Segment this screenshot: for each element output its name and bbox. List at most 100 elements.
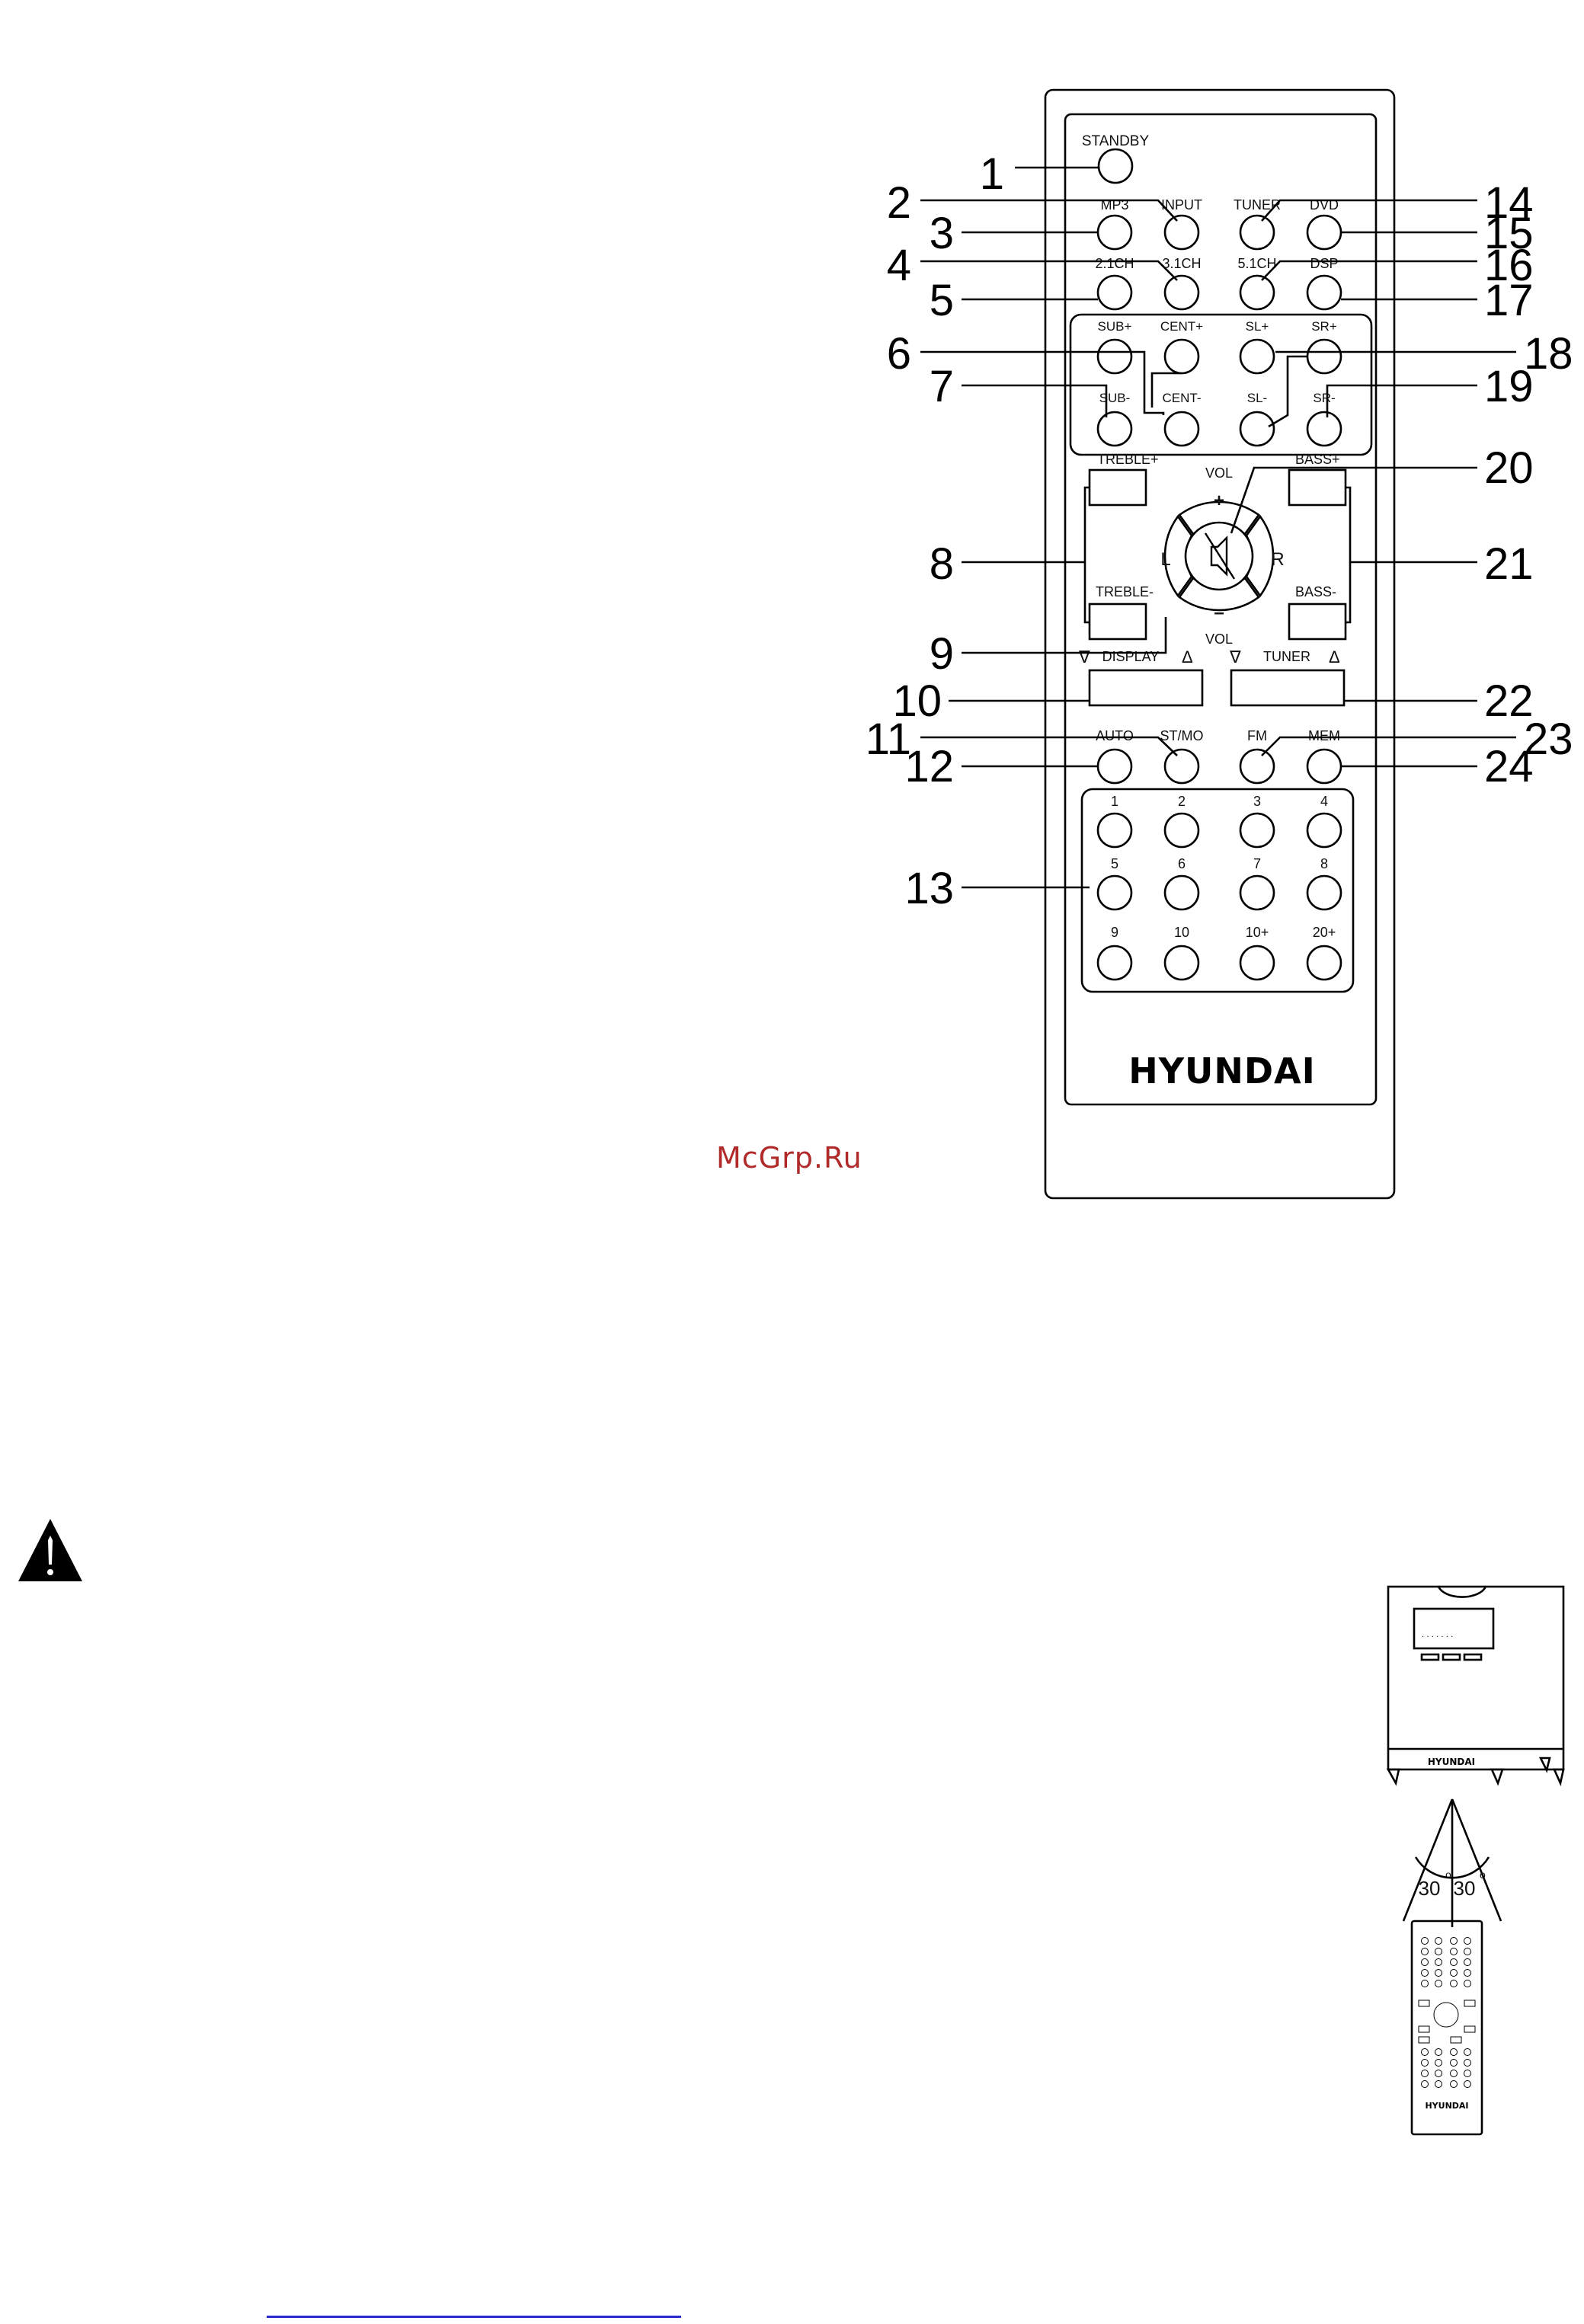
sr-plus-button[interactable] bbox=[1306, 338, 1342, 375]
sl-minus-button[interactable] bbox=[1239, 411, 1275, 447]
mini-remote-button bbox=[1450, 2059, 1458, 2067]
keypad-label-8: 8 bbox=[1320, 856, 1328, 871]
bottom-link-underline[interactable] bbox=[267, 2316, 681, 2318]
bass-minus-button[interactable] bbox=[1288, 603, 1347, 641]
stmo-button[interactable] bbox=[1163, 748, 1200, 785]
tuner-button[interactable] bbox=[1239, 214, 1275, 251]
keypad-button-10+[interactable] bbox=[1239, 945, 1275, 981]
mini-remote-button bbox=[1421, 2080, 1429, 2088]
keypad-button-10[interactable] bbox=[1163, 945, 1200, 981]
mini-remote-button bbox=[1435, 1937, 1442, 1945]
sub-plus-label: SUB+ bbox=[1098, 319, 1132, 334]
cent-plus-button[interactable] bbox=[1163, 338, 1200, 375]
display-label: DISPLAY bbox=[1102, 649, 1160, 664]
keypad-button-3[interactable] bbox=[1239, 812, 1275, 849]
dvd-button[interactable] bbox=[1306, 214, 1342, 251]
treble-minus-button[interactable] bbox=[1088, 603, 1147, 641]
ch51-button[interactable] bbox=[1239, 274, 1275, 311]
display-bar-button[interactable] bbox=[1088, 669, 1204, 707]
small-remote-buttons bbox=[1418, 1937, 1476, 2088]
left-label: L bbox=[1160, 549, 1170, 570]
dsp-button[interactable] bbox=[1306, 274, 1342, 311]
bass-plus-button[interactable] bbox=[1288, 468, 1347, 507]
mini-remote-button bbox=[1435, 1958, 1442, 1966]
remote-brand-logo: HYUNDAI bbox=[1128, 1050, 1316, 1092]
cent-minus-button[interactable] bbox=[1163, 411, 1200, 447]
mini-remote-button bbox=[1450, 2070, 1458, 2077]
mini-remote-button bbox=[1421, 1937, 1429, 1945]
sub-minus-button[interactable] bbox=[1096, 411, 1133, 447]
callout-23: 23 bbox=[1524, 714, 1573, 764]
treble-minus-label: TREBLE- bbox=[1096, 584, 1154, 599]
mini-remote-button bbox=[1435, 2070, 1442, 2077]
callout-21: 21 bbox=[1484, 539, 1534, 589]
mini-remote-rect-button bbox=[1418, 2036, 1430, 2044]
keypad-button-20+[interactable] bbox=[1306, 945, 1342, 981]
callout-19: 19 bbox=[1484, 362, 1534, 411]
auto-button[interactable] bbox=[1096, 748, 1133, 785]
treble-bracket bbox=[1083, 486, 1090, 624]
sr-minus-button[interactable] bbox=[1306, 411, 1342, 447]
keypad-button-1[interactable] bbox=[1096, 812, 1133, 849]
svg-text:· · · · · · ·: · · · · · · · bbox=[1422, 1633, 1453, 1642]
mem-button[interactable] bbox=[1306, 748, 1342, 785]
mini-remote-button bbox=[1435, 1969, 1442, 1977]
mini-remote-button bbox=[1421, 1980, 1429, 1987]
keypad-button-6[interactable] bbox=[1163, 874, 1200, 911]
tuner-down-arrow: ∇ bbox=[1229, 647, 1241, 667]
keypad-button-9[interactable] bbox=[1096, 945, 1133, 981]
mini-remote-button bbox=[1464, 1948, 1471, 1955]
ch31-button[interactable] bbox=[1163, 274, 1200, 311]
mem-label: MEM bbox=[1308, 728, 1340, 743]
treble-plus-button[interactable] bbox=[1088, 468, 1147, 507]
keypad-button-2[interactable] bbox=[1163, 812, 1200, 849]
keypad-button-4[interactable] bbox=[1306, 812, 1342, 849]
tuner-bar-button[interactable] bbox=[1230, 669, 1346, 707]
callout-8: 8 bbox=[930, 539, 954, 589]
keypad-button-7[interactable] bbox=[1239, 874, 1275, 911]
sl-plus-label: SL+ bbox=[1246, 319, 1269, 334]
mini-remote-button bbox=[1435, 2048, 1442, 2056]
bass-bracket bbox=[1346, 486, 1352, 624]
cent-minus-label: CENT- bbox=[1163, 391, 1202, 405]
mini-remote-button bbox=[1435, 1980, 1442, 1987]
mini-remote-button bbox=[1421, 2059, 1429, 2067]
mini-remote-button bbox=[1450, 1937, 1458, 1945]
keypad-group bbox=[1080, 788, 1355, 993]
right-angle-label: 30 bbox=[1454, 1877, 1476, 1900]
callout-22: 22 bbox=[1484, 676, 1534, 726]
mini-remote-rect-button bbox=[1464, 2025, 1476, 2033]
callout-18: 18 bbox=[1524, 329, 1573, 379]
ch21-button[interactable] bbox=[1096, 274, 1133, 311]
right-angle-degree: o bbox=[1480, 1868, 1486, 1881]
mini-remote-button bbox=[1421, 1958, 1429, 1966]
fm-button[interactable] bbox=[1239, 748, 1275, 785]
callout-13: 13 bbox=[904, 864, 954, 913]
standby-button[interactable] bbox=[1097, 148, 1134, 184]
sl-plus-button[interactable] bbox=[1239, 338, 1275, 375]
sr-minus-label: SR- bbox=[1313, 391, 1335, 405]
tuner-bar-label: TUNER bbox=[1263, 649, 1310, 664]
mini-remote-button bbox=[1435, 1948, 1442, 1955]
mini-remote-button bbox=[1435, 2080, 1442, 2088]
input-label: INPUT bbox=[1161, 197, 1202, 213]
callout-11: 11 bbox=[866, 714, 911, 764]
stmo-label: ST/MO bbox=[1160, 728, 1204, 743]
left-angle-degree: o bbox=[1445, 1868, 1451, 1881]
mini-remote-button bbox=[1464, 1980, 1471, 1987]
cent-plus-label: CENT+ bbox=[1160, 319, 1203, 334]
ch51-label: 5.1CH bbox=[1237, 256, 1276, 271]
keypad-label-4: 4 bbox=[1320, 794, 1328, 809]
mp3-button[interactable] bbox=[1096, 214, 1133, 251]
callout-6: 6 bbox=[887, 329, 911, 379]
sub-plus-button[interactable] bbox=[1096, 338, 1133, 375]
mini-remote-button bbox=[1435, 2059, 1442, 2067]
fm-label: FM bbox=[1247, 728, 1267, 743]
mini-remote-button bbox=[1450, 1980, 1458, 1987]
input-button[interactable] bbox=[1163, 214, 1200, 251]
vol-plus-label: + bbox=[1214, 491, 1224, 511]
keypad-button-8[interactable] bbox=[1306, 874, 1342, 911]
callout-leader-lines bbox=[920, 166, 1516, 889]
small-remote bbox=[1410, 1920, 1483, 2136]
keypad-button-5[interactable] bbox=[1096, 874, 1133, 911]
